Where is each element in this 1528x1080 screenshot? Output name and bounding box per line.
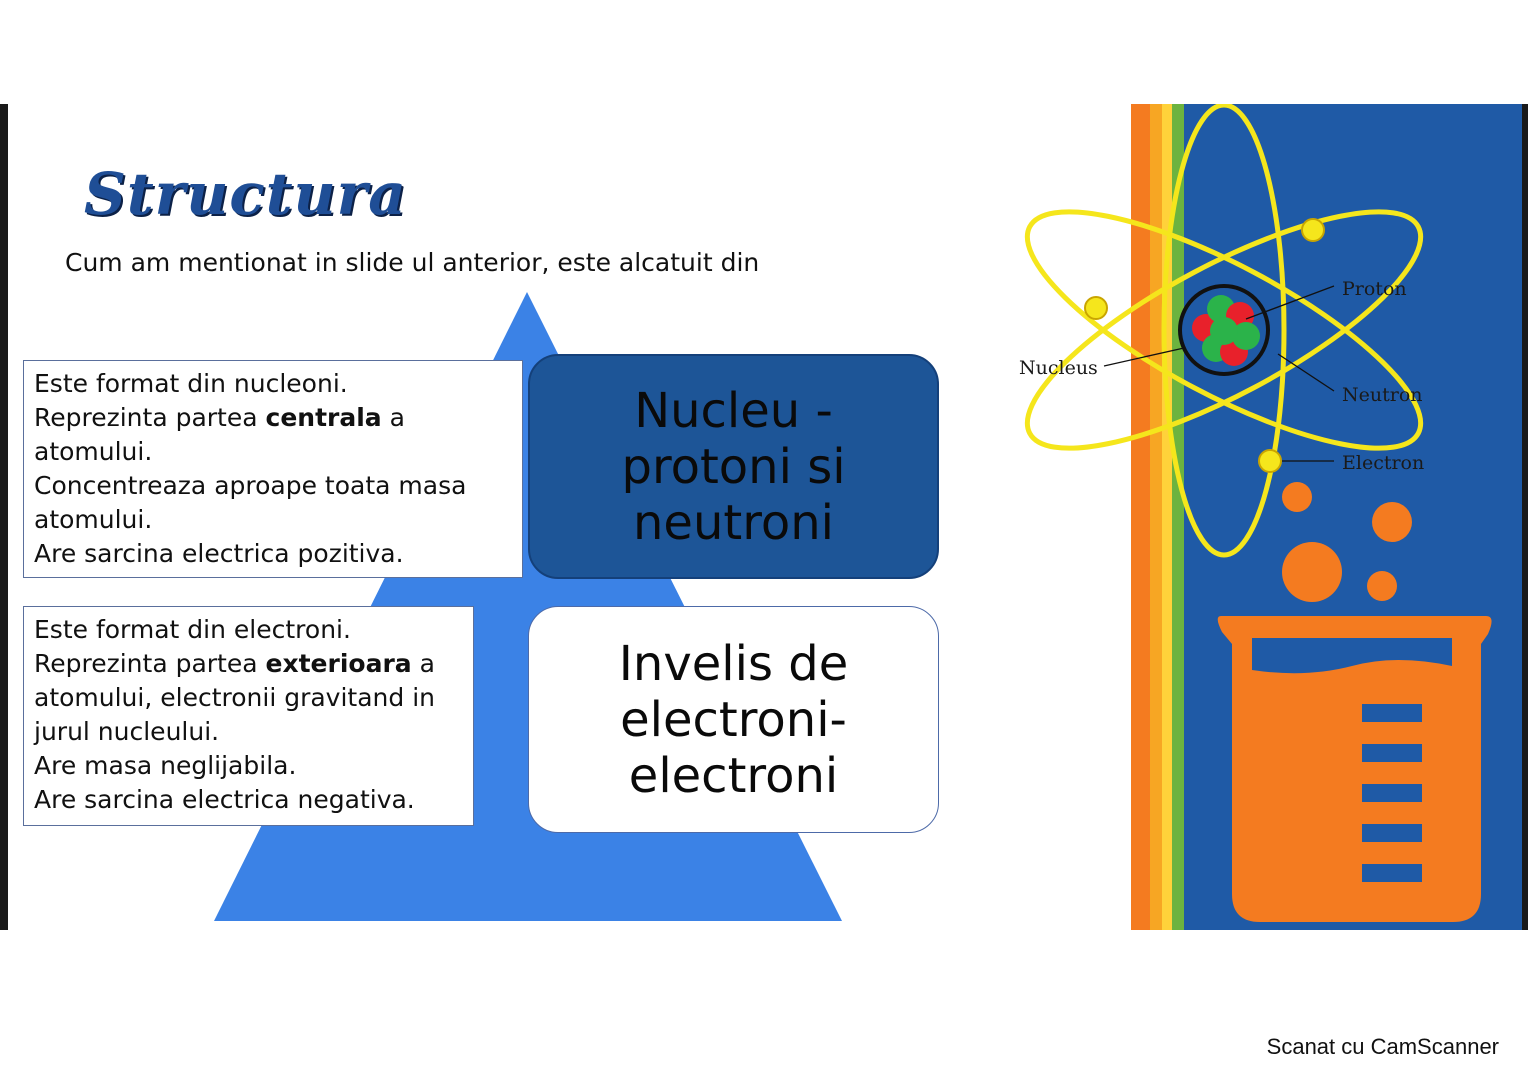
atom-icon xyxy=(1024,104,1424,558)
shell-line: atomului, electronii gravitand in xyxy=(34,683,435,712)
shell-line: jurul nucleului. xyxy=(34,717,220,746)
slide-subtitle: Cum am mentionat in slide ul anterior, e… xyxy=(65,248,760,277)
pyramid-bottom-label: Invelis de electroni- electroni xyxy=(618,635,849,804)
nucleus-line: Concentreaza aproape toata masa xyxy=(34,471,467,500)
nucleus-line: Reprezinta partea centrala a xyxy=(34,403,405,432)
pyramid-top-label-box: Nucleu - protoni si neutroni xyxy=(528,354,939,579)
pyramid-top-label: Nucleu - protoni si neutroni xyxy=(621,382,846,551)
atom-label-nucleus: Nucleus xyxy=(1019,357,1098,379)
shell-description-box: Este format din electroni. Reprezinta pa… xyxy=(23,606,474,826)
slide-title: Structura xyxy=(84,160,407,228)
slide-left-border xyxy=(0,104,8,930)
pyramid-bottom-label-box: Invelis de electroni- electroni xyxy=(528,606,939,833)
nucleus-description-box: Este format din nucleoni. Reprezinta par… xyxy=(23,360,523,578)
atom-label-neutron: Neutron xyxy=(1342,384,1423,406)
atom-label-electron: Electron xyxy=(1342,452,1424,474)
shell-line: Are masa neglijabila. xyxy=(34,751,297,780)
shell-line: Reprezinta partea exterioara a xyxy=(34,649,435,678)
nucleus-line: atomului. xyxy=(34,437,153,466)
nucleus-line: atomului. xyxy=(34,505,153,534)
shell-line: Are sarcina electrica negativa. xyxy=(34,785,415,814)
scanner-watermark: Scanat cu CamScanner xyxy=(1266,1034,1499,1059)
nucleus-line: Este format din nucleoni. xyxy=(34,369,348,398)
slide: Structura Cum am mentionat in slide ul a… xyxy=(0,104,1528,930)
nucleus-line: Are sarcina electrica pozitiva. xyxy=(34,539,404,568)
slide-right-border xyxy=(1522,104,1528,930)
atom-label-proton: Proton xyxy=(1342,278,1407,300)
beaker-icon xyxy=(1217,616,1492,922)
shell-line: Este format din electroni. xyxy=(34,615,351,644)
chemistry-illustration: Proton Nucleus Neutron Electron xyxy=(1019,104,1522,930)
